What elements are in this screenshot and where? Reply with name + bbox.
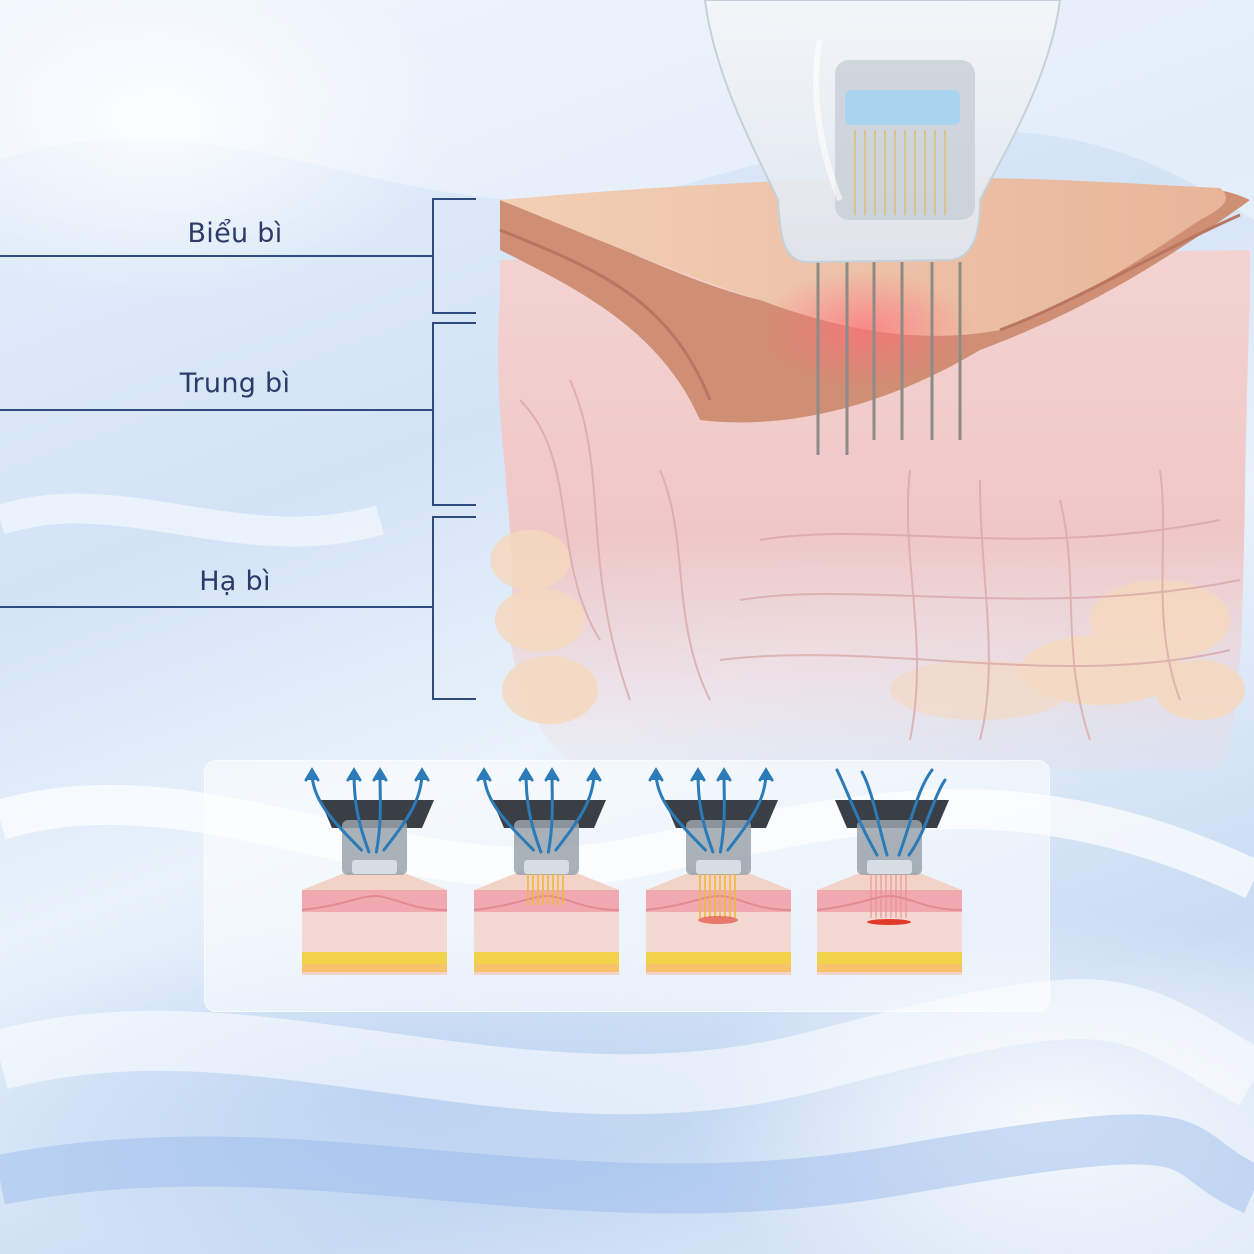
epidermis-top — [500, 190, 1250, 423]
leader-line-epidermis — [0, 255, 432, 257]
bracket-hypodermis — [432, 516, 476, 700]
leader-line-hypodermis — [0, 606, 432, 608]
fat-lobules — [490, 530, 1245, 724]
skin-cross-section-illustration — [490, 0, 1250, 770]
applicator-needles-shallow-icon — [473, 767, 620, 975]
bracket-dermis — [432, 322, 476, 506]
collagen-fibers — [519, 379, 1241, 741]
energy-glow — [755, 270, 975, 390]
label-hypodermis: Hạ bì — [199, 566, 271, 597]
microneedles — [816, 262, 962, 455]
applicator-head-icon — [703, 0, 1062, 264]
bracket-epidermis — [432, 198, 476, 314]
applicator-rf-focus-icon — [816, 768, 963, 975]
treatment-steps — [301, 767, 963, 975]
leader-line-dermis — [0, 409, 432, 411]
treatment-steps-panel — [204, 760, 1050, 1012]
label-epidermis: Biểu bì — [187, 218, 283, 249]
applicator-needles-deep-icon — [645, 767, 792, 975]
applicator-surface-icon — [301, 767, 448, 975]
label-dermis: Trung bì — [179, 368, 291, 399]
